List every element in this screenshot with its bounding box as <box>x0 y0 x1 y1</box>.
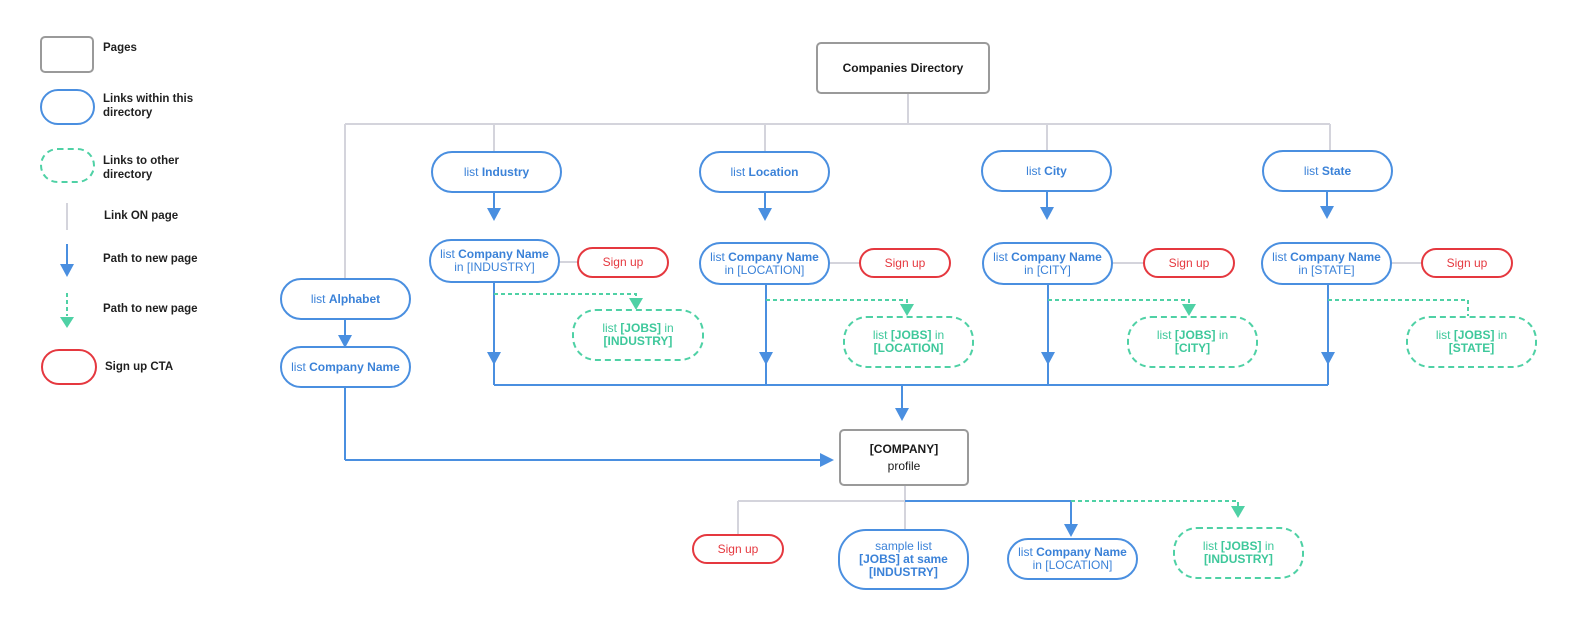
legend-links-within-line2: directory <box>103 107 153 119</box>
list-industry-node[interactable]: list Industry <box>431 151 562 193</box>
list-alphabet-label: list Alphabet <box>310 291 381 306</box>
signup-button-industry[interactable]: Sign up <box>577 247 669 278</box>
legend-path-new-page-dashed-label: Path to new page <box>103 303 198 315</box>
company-name-in-location-label: list Company Name in [LOCATION] <box>710 249 819 277</box>
legend-ext-swatch <box>40 148 95 183</box>
legend-links-other-line1: Links to other <box>103 155 180 167</box>
legend-page-swatch <box>40 36 94 73</box>
sample-jobs-same-industry-label: sample list [JOBS] at same [INDUSTRY] <box>859 539 948 579</box>
jobs-in-industry-label: list [JOBS] in [INDUSTRY] <box>602 321 674 348</box>
jobs-in-city-label: list [JOBS] in [CITY] <box>1156 328 1229 355</box>
legend-links-within-label: Links within this directory <box>103 92 193 120</box>
company-profile-page[interactable]: [COMPANY] profile <box>839 429 969 486</box>
list-city-node[interactable]: list City <box>981 150 1112 192</box>
list-city-label: list City <box>1026 163 1067 178</box>
jobs-in-industry-node[interactable]: list [JOBS] in [INDUSTRY] <box>572 309 704 361</box>
jobs-in-location-label: list [JOBS] in [LOCATION] <box>872 328 945 355</box>
bottom-company-name-in-location-node[interactable]: list Company Name in [LOCATION] <box>1007 538 1138 580</box>
signup-button-location[interactable]: Sign up <box>859 248 951 278</box>
blue-arrowheads <box>338 206 1335 537</box>
company-name-in-city-node[interactable]: list Company Name in [CITY] <box>982 242 1113 285</box>
company-name-in-city-label: list Company Name in [CITY] <box>993 249 1102 277</box>
companies-directory-page[interactable]: Companies Directory <box>816 42 990 94</box>
legend-pages-label: Pages <box>103 42 137 54</box>
sample-jobs-same-industry-node[interactable]: sample list [JOBS] at same [INDUSTRY] <box>838 529 969 590</box>
company-name-in-state-node[interactable]: list Company Name in [STATE] <box>1261 242 1392 285</box>
green-arrowheads <box>60 298 1245 518</box>
legend-path-new-page-label: Path to new page <box>103 253 198 265</box>
list-industry-label: list Industry <box>463 164 530 179</box>
green-dashed-lines <box>66 293 1469 508</box>
company-name-in-location-node[interactable]: list Company Name in [LOCATION] <box>699 242 830 285</box>
company-name-in-industry-label: list Company Name in [INDUSTRY] <box>440 247 549 274</box>
list-state-node[interactable]: list State <box>1262 150 1393 192</box>
company-name-in-industry-node[interactable]: list Company Name in [INDUSTRY] <box>429 239 560 283</box>
legend-links-other-line2: directory <box>103 169 153 181</box>
legend-link-swatch <box>40 89 95 125</box>
jobs-in-location-node[interactable]: list [JOBS] in [LOCATION] <box>843 316 974 368</box>
signup-button-profile[interactable]: Sign up <box>692 534 784 564</box>
legend-links-other-label: Links to other directory <box>103 154 179 182</box>
list-location-label: list Location <box>730 164 799 179</box>
jobs-in-state-node[interactable]: list [JOBS] in [STATE] <box>1406 316 1537 368</box>
signup-label: Sign up <box>602 255 644 269</box>
company-profile-label: [COMPANY] profile <box>869 441 939 473</box>
list-state-label: list State <box>1303 163 1352 178</box>
signup-button-city[interactable]: Sign up <box>1143 248 1235 278</box>
legend-cta-swatch <box>41 349 97 385</box>
bottom-jobs-in-industry-node[interactable]: list [JOBS] in [INDUSTRY] <box>1173 527 1304 579</box>
bottom-company-name-in-location-label: list Company Name in [LOCATION] <box>1018 545 1127 572</box>
legend-signup-cta-label: Sign up CTA <box>105 361 174 373</box>
companies-directory-label: Companies Directory <box>842 60 964 75</box>
company-name-in-state-label: list Company Name in [STATE] <box>1272 249 1381 277</box>
list-company-name-node[interactable]: list Company Name <box>280 346 411 388</box>
legend-lines <box>60 203 74 277</box>
signup-label: Sign up <box>1446 255 1488 270</box>
list-company-name-label: list Company Name <box>291 359 400 374</box>
bottom-jobs-in-industry-label: list [JOBS] in [INDUSTRY] <box>1202 539 1275 566</box>
signup-label: Sign up <box>884 255 926 270</box>
gray-link-on-page-lines <box>344 93 1422 535</box>
signup-button-state[interactable]: Sign up <box>1421 248 1513 278</box>
legend-link-on-page-label: Link ON page <box>104 210 179 222</box>
legend-links-within-line1: Links within this <box>103 93 194 105</box>
jobs-in-state-label: list [JOBS] in [STATE] <box>1435 328 1508 355</box>
jobs-in-city-node[interactable]: list [JOBS] in [CITY] <box>1127 316 1258 368</box>
signup-label: Sign up <box>1168 255 1210 270</box>
signup-label: Sign up <box>717 541 759 556</box>
list-alphabet-node[interactable]: list Alphabet <box>280 278 411 320</box>
blue-path-lines <box>344 190 1329 528</box>
list-location-node[interactable]: list Location <box>699 151 830 193</box>
